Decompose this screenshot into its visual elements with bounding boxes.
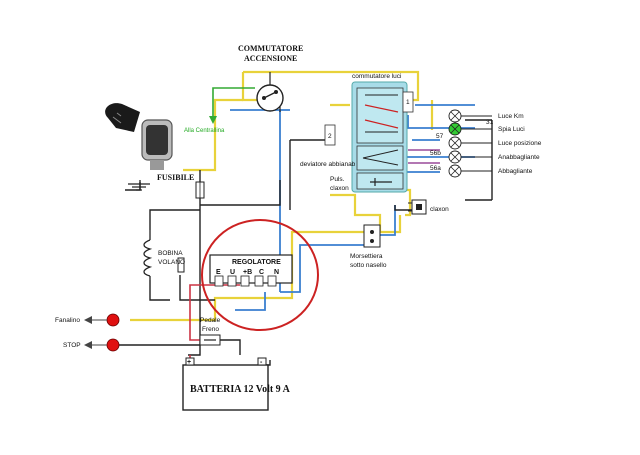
coil-icon	[143, 230, 153, 280]
regulator-terminal-u: U	[230, 269, 235, 276]
resistor-icon	[177, 257, 185, 273]
ignition-switch-title-line2: ACCENSIONE	[244, 54, 297, 63]
ground-symbol-icon	[128, 183, 150, 191]
terminal-block-label-line2: sotto nasello	[350, 262, 387, 269]
dimmer-switch-label: deviatore abbianab	[300, 161, 356, 168]
coil-label-line1: BOBINA	[158, 250, 183, 257]
lamp-2: Luce posizione	[448, 136, 542, 150]
ignition-switch-icon	[256, 72, 284, 112]
battery-minus: -	[260, 359, 263, 366]
terminal-block-label-line1: Morsettiera	[350, 253, 383, 260]
terminal-code-56a: 56a	[430, 165, 441, 172]
regulator-terminal-e: E	[216, 269, 221, 276]
lamp-0: Luce Km	[448, 109, 524, 123]
tail-light-label: Fanalino	[55, 317, 80, 324]
green-arrow-icon	[209, 116, 217, 124]
terminal-code-57: 57	[436, 133, 444, 140]
regulator-box	[209, 254, 293, 287]
ignition-key-icon	[105, 103, 173, 190]
regulator-terminal-b: +B	[243, 269, 252, 276]
lamp-3: Anabbagliante	[448, 150, 540, 164]
battery-plus: +	[187, 359, 191, 366]
horn-button-label-line1: Puls.	[330, 176, 345, 183]
fuse-label: FUSIBILE	[157, 173, 194, 182]
terminal-code-56b: 56b	[430, 150, 441, 157]
regulator-terminal-n: N	[274, 269, 279, 276]
lamp-1: Spia Luci	[448, 122, 525, 136]
tail-light-icon	[106, 313, 120, 327]
horn-button-label-line2: claxon	[330, 185, 349, 192]
brake-switch-icon	[199, 334, 221, 346]
regulator-terminal-c: C	[259, 269, 264, 276]
switch-number-2: 2	[328, 133, 332, 140]
lamp-label: Abbagliante	[498, 168, 533, 175]
regulator-label: REGOLATORE	[232, 259, 281, 266]
green-wire	[212, 87, 255, 120]
brake-pedal-label-line1: Pedale	[200, 317, 221, 324]
lamp-label: Luce Km	[498, 113, 524, 120]
lamp-4: Abbagliante	[448, 164, 533, 178]
terminal-code-31: 31	[486, 119, 494, 126]
battery-box	[182, 357, 269, 411]
stop-label: STOP	[63, 342, 81, 349]
horn-label: claxon	[430, 206, 449, 213]
arrow-left-icon	[84, 316, 92, 324]
stop-light-icon	[106, 338, 120, 352]
terminal-block-icon	[363, 224, 381, 248]
to-ecu-label: Alla Centrallina	[184, 128, 225, 134]
lamp-label: Spia Luci	[498, 126, 525, 133]
horn-icon	[408, 199, 427, 215]
light-switch-label: commutatore luci	[352, 73, 402, 80]
light-switch-panel	[351, 81, 414, 193]
lamp-label: Luce posizione	[498, 140, 542, 147]
lamp-label: Anabbagliante	[498, 154, 540, 161]
switch-number-1: 1	[406, 99, 410, 106]
highlight-circle	[201, 219, 319, 331]
ignition-switch-title-line1: COMMUTATORE	[238, 44, 303, 53]
coil-label-line2: VOLANO	[158, 259, 185, 266]
brake-pedal-label-line2: Freno	[202, 326, 219, 333]
battery-label: BATTERIA 12 Volt 9 A	[190, 384, 291, 395]
arrow-left-icon	[84, 341, 92, 349]
purple-wires	[408, 149, 440, 164]
dimmer-switch-box	[324, 124, 336, 146]
